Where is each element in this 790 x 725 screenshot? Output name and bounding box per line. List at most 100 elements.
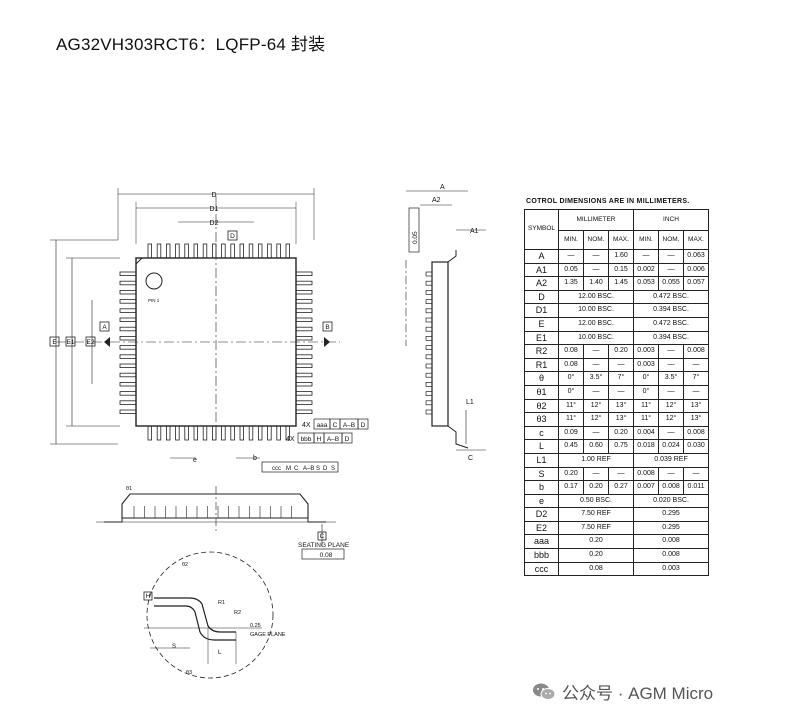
value-cell: 1.40 bbox=[583, 276, 609, 291]
fcf-cell bbox=[357, 418, 369, 430]
symbol-cell: b bbox=[524, 480, 559, 495]
value-cell: 3.5° bbox=[583, 371, 609, 386]
datum-box bbox=[49, 336, 60, 347]
lead bbox=[119, 345, 137, 350]
value-cell: 0.008 bbox=[683, 425, 709, 441]
symbol-cell: A2 bbox=[524, 276, 559, 291]
watermark: 公众号 · AGM Micro bbox=[532, 679, 713, 704]
value-cell: 0° bbox=[633, 384, 659, 400]
fcf-cell bbox=[341, 432, 353, 444]
detail-circle bbox=[146, 551, 274, 679]
dimension-grid: SYMBOL MILLIMETER INCH MIN. NOM. MAX. MI… bbox=[524, 209, 709, 577]
value-cell: 0.057 bbox=[683, 276, 709, 291]
inch-value-cell: 0.020 BSC. bbox=[633, 493, 709, 509]
mm-value-cell: 0.50 BSC. bbox=[558, 493, 634, 509]
value-cell: — bbox=[658, 425, 684, 441]
lead bbox=[165, 425, 171, 441]
side-lead bbox=[425, 271, 433, 277]
dim-label: E bbox=[52, 339, 57, 346]
value-cell: 11° bbox=[558, 398, 584, 414]
value-cell: 11° bbox=[633, 398, 659, 414]
symbol-cell: D bbox=[524, 289, 559, 305]
side-lead bbox=[425, 363, 433, 369]
lead bbox=[257, 243, 263, 259]
lead bbox=[119, 363, 137, 368]
side-lead bbox=[425, 317, 433, 323]
value-cell: 0° bbox=[558, 371, 584, 386]
dim-label: A–B bbox=[327, 436, 339, 443]
symbol-cell: A bbox=[524, 249, 559, 264]
symbol-cell: D2 bbox=[524, 507, 559, 522]
dim-label: S bbox=[172, 644, 176, 650]
value-cell: 0.09 bbox=[558, 425, 584, 441]
mm-value-cell: 10.00 BSC. bbox=[558, 330, 634, 346]
pin1-marker bbox=[145, 272, 163, 290]
profile-view bbox=[96, 486, 336, 546]
side-lead bbox=[425, 290, 433, 295]
value-cell: — bbox=[583, 262, 609, 278]
value-cell: 0.018 bbox=[633, 439, 659, 454]
value-cell: — bbox=[583, 344, 609, 359]
value-cell: 7° bbox=[608, 371, 634, 386]
value-cell: 0.008 bbox=[633, 466, 659, 482]
lead bbox=[267, 425, 272, 441]
mm-value-cell: 7.50 REF bbox=[558, 520, 634, 536]
symbol-cell: D1 bbox=[524, 303, 559, 318]
datum-box bbox=[317, 531, 327, 541]
dim-label: C bbox=[294, 466, 299, 472]
value-cell: 13° bbox=[683, 398, 709, 414]
symbol-cell: L1 bbox=[524, 452, 559, 468]
value-cell: 0.08 bbox=[558, 357, 584, 373]
symbol-cell: θ3 bbox=[524, 412, 559, 427]
lead bbox=[156, 425, 162, 441]
lead bbox=[119, 381, 137, 387]
value-cell: 0.008 bbox=[658, 480, 684, 495]
dim-label: e bbox=[193, 457, 197, 464]
dim-label: 0.25 bbox=[250, 623, 261, 629]
lead bbox=[295, 289, 313, 295]
lead bbox=[248, 243, 254, 259]
lead bbox=[119, 335, 137, 341]
wechat-icon bbox=[533, 683, 556, 700]
dim-label: L bbox=[218, 650, 222, 656]
lead bbox=[184, 243, 189, 259]
side-view bbox=[405, 190, 486, 451]
value-cell: — bbox=[658, 384, 684, 400]
lead bbox=[119, 409, 137, 414]
value-cell: 0.003 bbox=[633, 344, 659, 359]
value-cell: 0.003 bbox=[633, 357, 659, 373]
lead bbox=[221, 243, 226, 259]
dim-label: H bbox=[146, 593, 151, 600]
side-body bbox=[431, 261, 449, 427]
dim-label: ccc bbox=[272, 466, 281, 472]
lead bbox=[230, 425, 235, 441]
value-cell: — bbox=[683, 357, 709, 373]
value-cell: 13° bbox=[608, 398, 634, 414]
table-caption: COTROL DIMENSIONS ARE IN MILLIMETERS. bbox=[526, 198, 690, 205]
value-cell: 0.007 bbox=[633, 480, 659, 495]
dim-label: D bbox=[211, 192, 216, 199]
dim-label: D bbox=[345, 436, 350, 443]
value-cell: — bbox=[583, 384, 609, 400]
datum-box bbox=[99, 321, 110, 332]
lead bbox=[295, 372, 313, 378]
value-cell: 0.20 bbox=[608, 344, 634, 359]
dim-label: A–B bbox=[343, 422, 355, 429]
symbol-cell: E1 bbox=[524, 330, 559, 346]
lead bbox=[211, 243, 217, 259]
lead bbox=[184, 425, 189, 441]
symbol-cell: E bbox=[524, 316, 559, 332]
inch-header: INCH bbox=[633, 209, 709, 231]
dim-label: bbb bbox=[301, 436, 312, 443]
lead bbox=[239, 243, 244, 259]
value-cell: — bbox=[608, 357, 634, 373]
mm-value-cell: 7.50 REF bbox=[558, 507, 634, 522]
